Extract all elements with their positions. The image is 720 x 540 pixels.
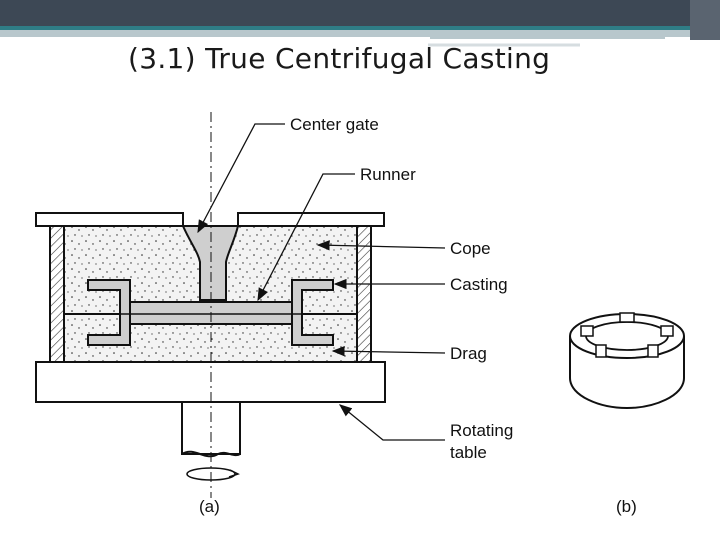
label-casting: Casting	[450, 275, 508, 294]
ring-slot-front-left	[595, 344, 607, 358]
finished-casting-ring	[569, 312, 685, 410]
leader-drag	[331, 346, 446, 357]
leader-rotating-table	[338, 404, 445, 441]
header-bar	[0, 0, 720, 40]
flask-wall-left	[49, 225, 65, 363]
center-gate	[181, 225, 240, 301]
header-right-block	[690, 0, 720, 40]
header-dark-band	[0, 0, 720, 26]
rotation-arrowhead	[228, 469, 240, 478]
title-rule-decor	[428, 43, 580, 47]
label-drag: Drag	[450, 344, 487, 363]
casting-left	[87, 279, 131, 346]
header-teal-band	[0, 26, 720, 30]
casting-right	[291, 279, 334, 346]
label-rotating-table-line1: Rotating	[450, 421, 513, 440]
caption-b: (b)	[616, 497, 637, 516]
leader-lines	[197, 123, 446, 441]
label-cope: Cope	[450, 239, 491, 258]
header-light-band	[0, 30, 720, 37]
top-plate-right	[237, 212, 385, 227]
ring-slot-left	[580, 325, 594, 337]
leader-center-gate	[197, 123, 285, 234]
shaft-break	[181, 450, 241, 458]
label-rotating-table-line2: table	[450, 443, 487, 462]
label-runner: Runner	[360, 165, 416, 184]
mold-assembly	[35, 112, 386, 498]
ring-slot-right	[660, 325, 674, 337]
ring-slot-back	[619, 312, 635, 323]
top-plate-left	[35, 212, 184, 227]
slide-title: (3.1) True Centrifugal Casting	[128, 42, 551, 75]
leader-runner	[257, 173, 355, 302]
label-center-gate: Center gate	[290, 115, 379, 134]
ring-slot-front-right	[647, 344, 659, 358]
caption-a: (a)	[199, 497, 220, 516]
leader-cope	[316, 240, 446, 251]
